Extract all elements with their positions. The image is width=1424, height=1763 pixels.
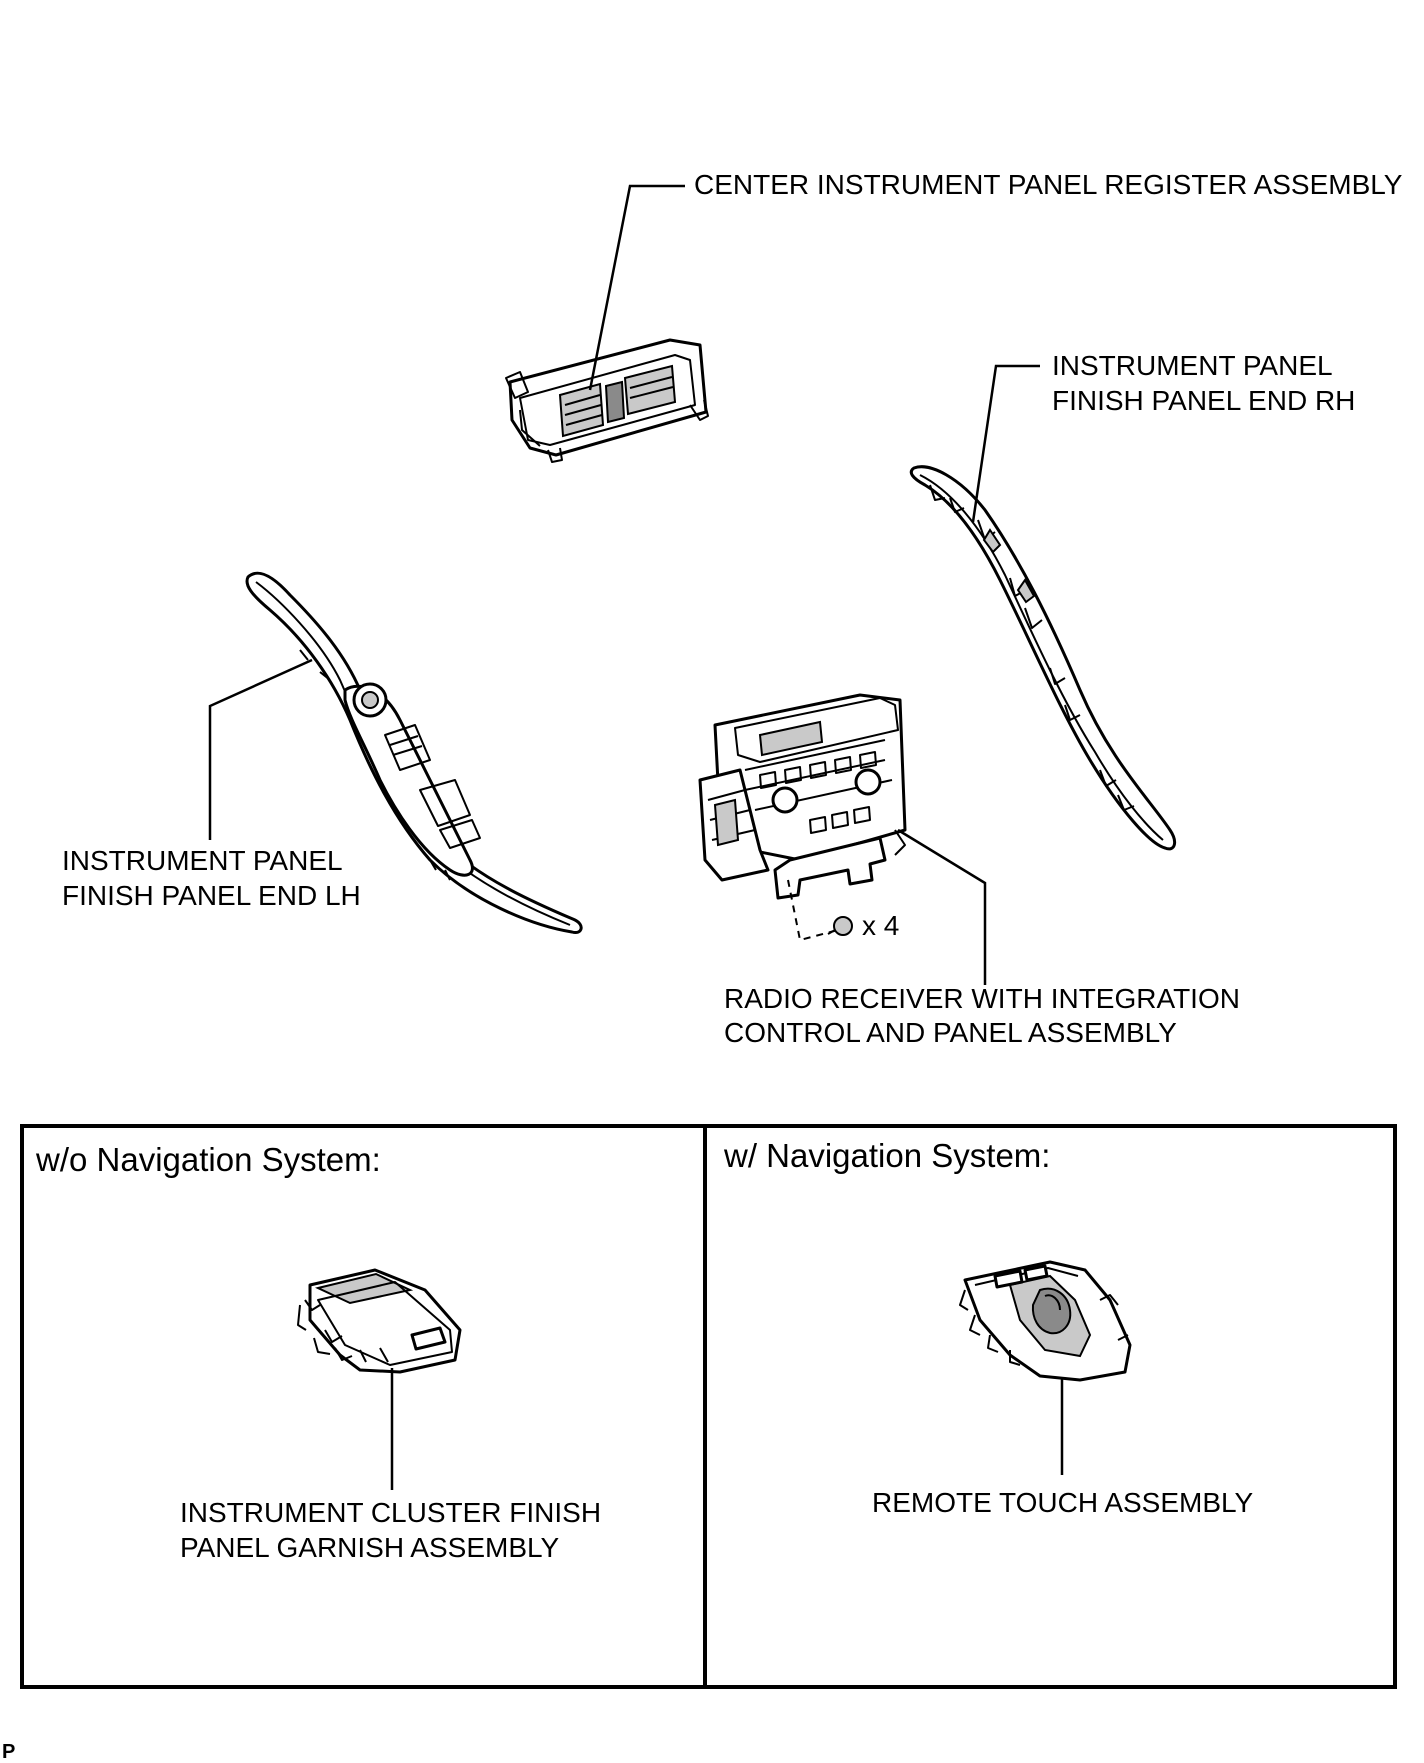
screw-quantity: x 4 [862, 910, 899, 941]
rh-panel-label-line1: INSTRUMENT PANEL [1052, 350, 1333, 381]
rh-panel-label-line2: FINISH PANEL END RH [1052, 385, 1355, 416]
radio-label-line2: CONTROL AND PANEL ASSEMBLY [724, 1017, 1177, 1048]
variant-box-frame [20, 1124, 1397, 1689]
lh-panel-label-line1: INSTRUMENT PANEL [62, 845, 343, 876]
radio-receiver-part [698, 693, 907, 900]
rh-finish-panel-part [909, 465, 1177, 851]
remote-touch-label: REMOTE TOUCH ASSEMBLY [872, 1487, 1254, 1518]
with-navigation-title: w/ Navigation System: [723, 1137, 1050, 1174]
lh-finish-panel-part [245, 571, 583, 935]
cluster-garnish-label-line2: PANEL GARNISH ASSEMBLY [180, 1532, 559, 1563]
lh-panel-label-line2: FINISH PANEL END LH [62, 880, 361, 911]
center-register-label: CENTER INSTRUMENT PANEL REGISTER ASSEMBL… [694, 169, 1403, 200]
radio-label-line1: RADIO RECEIVER WITH INTEGRATION [724, 983, 1240, 1014]
screw-icon [827, 916, 853, 936]
cluster-garnish-part [297, 1268, 462, 1374]
without-navigation-title: w/o Navigation System: [35, 1141, 381, 1178]
cluster-garnish-label-line1: INSTRUMENT CLUSTER FINISH [180, 1497, 601, 1528]
center-register-part [505, 338, 709, 463]
corner-mark: P [2, 1741, 15, 1763]
remote-touch-part [959, 1260, 1132, 1382]
